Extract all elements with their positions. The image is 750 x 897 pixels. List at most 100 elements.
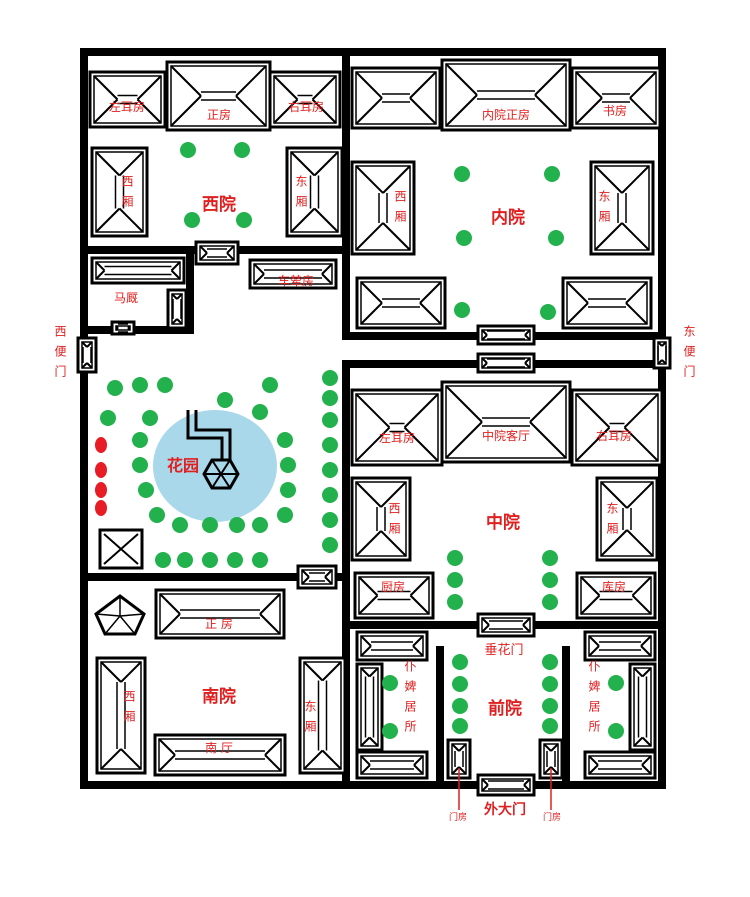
tree [132,457,148,473]
tree [236,212,252,228]
front-left-bottom [355,750,429,780]
tree [452,676,468,692]
tree [542,550,558,566]
west-right-ear-room [268,70,342,129]
garden-gate[interactable] [296,564,338,590]
label-east-gate: 东便门 [682,325,696,385]
tree [322,462,338,478]
inner-main-room [440,58,572,132]
chuihua-gate[interactable] [476,612,536,638]
tree [234,142,250,158]
tree [132,432,148,448]
tree [542,698,558,714]
inner-gate[interactable] [476,324,536,346]
south-main-room [154,588,286,640]
tree [180,142,196,158]
tree [280,482,296,498]
pentagon-roof-lines [95,596,145,635]
mid-wing-e [595,476,659,562]
front-left-side [355,662,384,752]
tree [277,507,293,523]
tree [447,550,463,566]
storehouse [575,571,657,620]
tree [322,512,338,528]
tree [149,507,165,523]
label-kitchen: 厨房 [381,579,405,594]
flower-bush [95,482,107,498]
tree [542,654,558,670]
tree [132,377,148,393]
east-side-gate[interactable] [652,336,672,370]
label-inner-court: 内院 [491,207,525,228]
label-mid-wing-e: 东厢 [605,502,619,542]
label-servants-r: 仆婢居所 [587,660,601,740]
label-gatehouse-r: 门房 [543,811,561,823]
label-west-left-ear: 左耳房 [109,99,145,114]
west-main-room [165,60,272,132]
mid-hall [440,380,572,464]
tree [100,410,116,426]
stable-side [166,288,188,330]
label-middle-court: 中院 [486,512,520,533]
label-stable: 马厩 [114,291,138,305]
west-left-ear-room [88,70,167,129]
label-south-main: 正 房 [205,616,233,631]
label-carriage: 车辇房 [278,273,314,288]
tree [155,552,171,568]
tree [280,457,296,473]
label-mid-hall: 中院客厅 [482,428,530,443]
label-mid-wing-w: 西厢 [387,502,401,542]
study-room [570,66,662,130]
tree [542,676,558,692]
label-west-wing-e: 东厢 [294,175,308,215]
label-study: 书房 [603,103,627,118]
label-west-wing-w: 西厢 [120,175,134,215]
label-servants-l: 仆婢居所 [403,660,417,740]
south-wing-w [95,656,147,775]
inner-bottom-left [355,276,447,330]
middle-gate[interactable] [476,352,536,374]
mid-right-ear-room [570,388,664,467]
label-south-court: 南院 [202,686,236,707]
west-wing-e [285,146,344,238]
tree [382,723,398,739]
stable-building [90,256,186,285]
west-side-gate[interactable] [76,336,98,374]
label-main-gate: 外大门 [484,801,526,818]
tree [456,230,472,246]
tree [540,304,556,320]
flower-bush [95,500,107,516]
inner-left-room [350,66,442,130]
front-right-top [583,630,657,662]
label-mid-left-ear: 左耳房 [379,430,415,445]
tree [227,552,243,568]
label-west-gate: 西便门 [53,325,67,385]
label-south-wing-e: 东厢 [303,700,317,740]
west-court-gate[interactable] [194,240,240,266]
label-west-main: 正房 [207,107,231,122]
tree [252,552,268,568]
tree [454,302,470,318]
mid-left-ear-room [350,388,444,467]
tree [107,380,123,396]
tree [202,517,218,533]
tree [608,723,624,739]
tree [142,410,158,426]
front-left-top [355,630,429,662]
tree [452,654,468,670]
tree [548,230,564,246]
kitchen [353,571,435,620]
label-inner-wing-w: 西厢 [393,190,407,230]
label-gatehouse-l: 门房 [449,811,467,823]
west-wing-w [90,146,149,238]
mid-wing-w [350,476,412,562]
tree [452,698,468,714]
label-chuihua-gate: 垂花门 [484,642,523,658]
inner-bottom-right [561,276,653,330]
tree [322,487,338,503]
hexagon-roof-lines [204,459,238,489]
main-gate[interactable] [476,773,536,797]
stable-gate[interactable] [110,320,136,336]
label-mid-right-ear: 右耳房 [596,428,632,443]
